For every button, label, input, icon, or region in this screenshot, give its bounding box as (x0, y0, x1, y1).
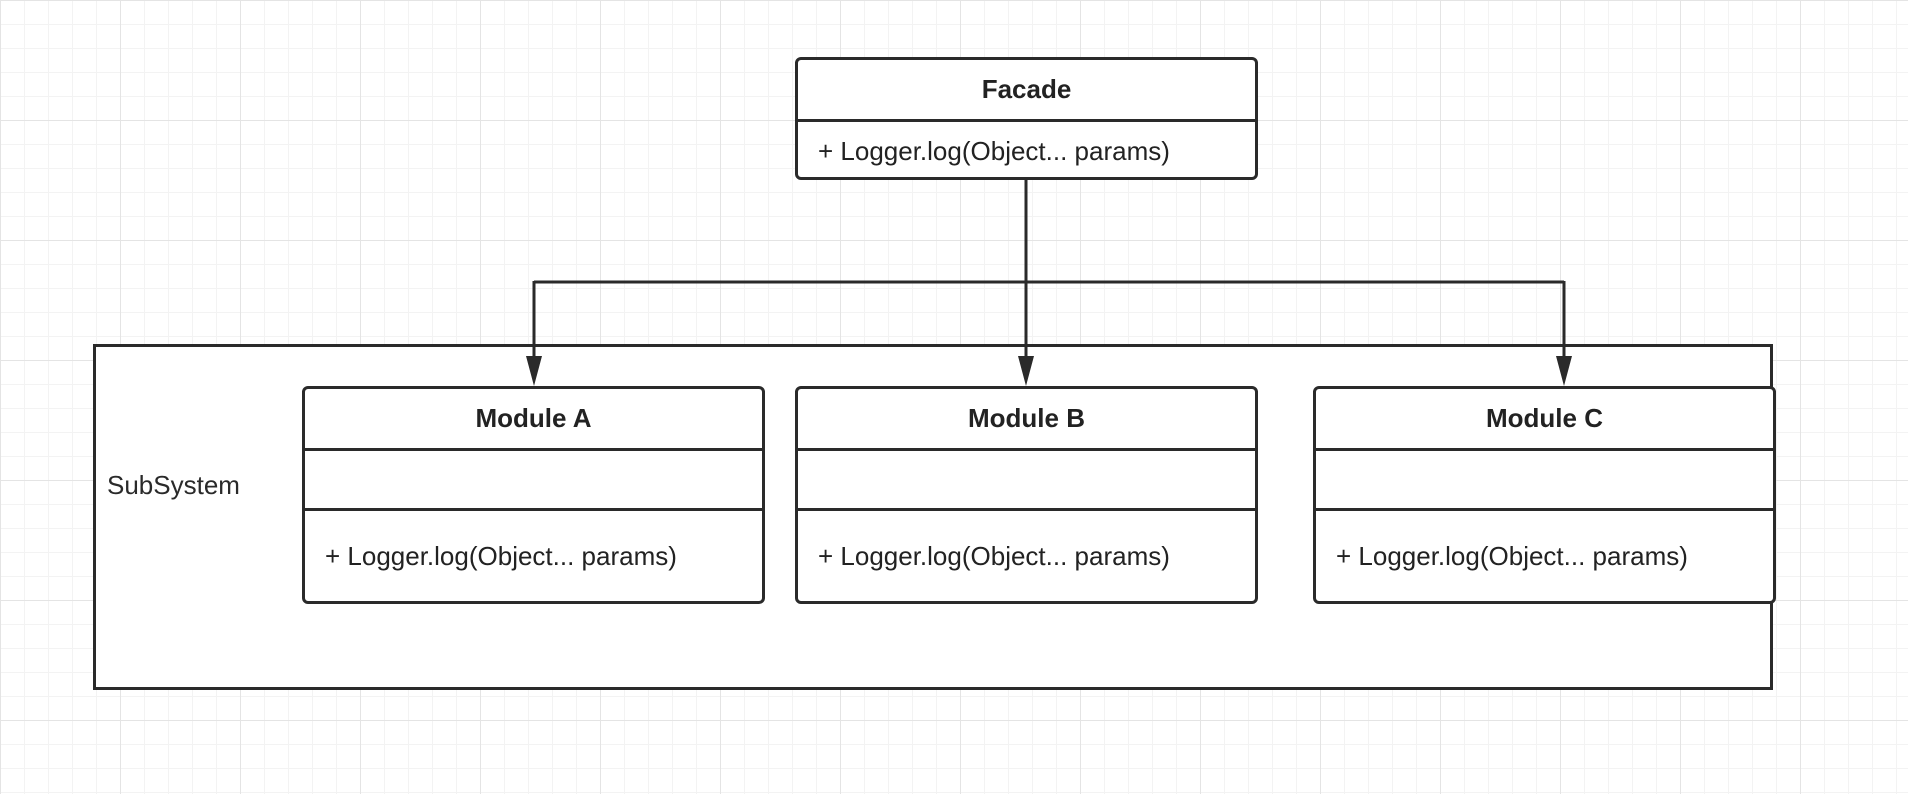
facade-class[interactable]: Facade + Logger.log(Object... params) (795, 57, 1258, 180)
facade-title: Facade (798, 60, 1255, 122)
subsystem-label: SubSystem (107, 470, 240, 500)
module-a-class[interactable]: Module A + Logger.log(Object... params) (302, 386, 765, 604)
module-b-method: + Logger.log(Object... params) (818, 540, 1170, 571)
module-c-class[interactable]: Module C + Logger.log(Object... params) (1313, 386, 1776, 604)
module-a-method: + Logger.log(Object... params) (325, 540, 677, 571)
module-b-class[interactable]: Module B + Logger.log(Object... params) (795, 386, 1258, 604)
module-a-title: Module A (305, 389, 762, 451)
module-a-attributes (305, 451, 762, 511)
module-c-method: + Logger.log(Object... params) (1336, 540, 1688, 571)
module-c-title: Module C (1316, 389, 1773, 451)
module-b-title: Module B (798, 389, 1255, 451)
facade-method: + Logger.log(Object... params) (818, 135, 1170, 166)
module-b-attributes (798, 451, 1255, 511)
module-c-attributes (1316, 451, 1773, 511)
